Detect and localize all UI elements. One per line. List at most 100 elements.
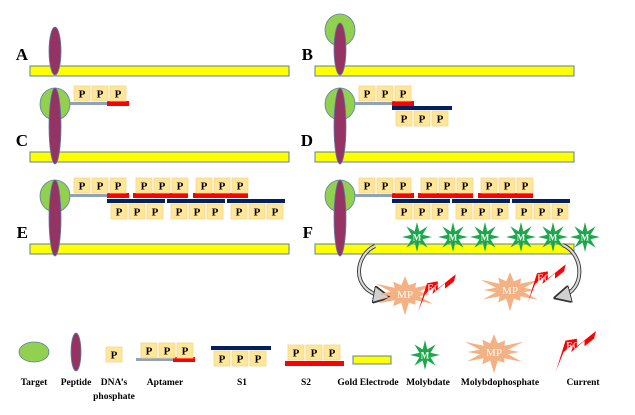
phosphate-label: P bbox=[522, 181, 529, 193]
s2-backbone bbox=[285, 361, 344, 366]
molybdate-icon: M bbox=[402, 222, 432, 252]
aptamer-linker bbox=[136, 358, 176, 361]
phosphate-label: P bbox=[141, 181, 148, 193]
molybdophosphate-icon: MP bbox=[464, 334, 524, 374]
s1-backbone bbox=[167, 199, 225, 203]
phosphate-box-bg bbox=[480, 177, 498, 194]
phosphate-box-bg bbox=[358, 177, 376, 194]
lightning-bolt bbox=[556, 323, 613, 371]
aptamer-binding-strand bbox=[392, 101, 414, 106]
phosphate-box: P bbox=[376, 177, 394, 194]
phosphate-label: P bbox=[79, 89, 86, 101]
phosphate-box-bg bbox=[248, 203, 266, 220]
phosphate-box: P bbox=[394, 85, 412, 102]
phosphate-box-bg bbox=[395, 203, 413, 220]
phosphate-label: P bbox=[182, 346, 189, 358]
phosphate-box-bg bbox=[358, 85, 376, 102]
peptide bbox=[48, 179, 62, 257]
phosphate-label: P bbox=[146, 346, 153, 358]
phosphate-box: P bbox=[110, 203, 128, 220]
phosphate-label: P bbox=[176, 207, 183, 219]
panel-label: C bbox=[16, 131, 28, 150]
phosphate-label: P bbox=[364, 181, 371, 193]
legend-electrode: Gold Electrode bbox=[337, 355, 399, 388]
s2-backbone bbox=[133, 193, 188, 198]
molybdate-label: M bbox=[481, 233, 490, 243]
phosphate-box-bg bbox=[420, 177, 438, 194]
legend-label: phosphate bbox=[93, 392, 135, 402]
phosphate-box: P bbox=[109, 177, 127, 194]
phosphate-label: P bbox=[152, 207, 159, 219]
current-label: EC bbox=[537, 272, 551, 284]
phosphate-box: P bbox=[73, 177, 91, 194]
aptamer-binding-strand bbox=[392, 193, 414, 198]
phosphate-box: P bbox=[456, 177, 474, 194]
s1-backbone bbox=[392, 199, 450, 203]
aptamer-linker bbox=[355, 102, 395, 105]
phosphate-box-bg bbox=[171, 177, 189, 194]
molybdate-label: M bbox=[449, 233, 458, 243]
panel-label: B bbox=[302, 45, 313, 64]
phosphate-box: P bbox=[515, 203, 533, 220]
legend-label: Gold Electrode bbox=[337, 378, 398, 388]
phosphate-label: P bbox=[237, 354, 244, 366]
target-symbol bbox=[18, 341, 50, 363]
phosphate-box: P bbox=[438, 177, 456, 194]
phosphate-box-bg bbox=[249, 350, 267, 367]
phosphate-box: P bbox=[230, 203, 248, 220]
phosphate-label: P bbox=[382, 89, 389, 101]
phosphate-box: P bbox=[135, 177, 153, 194]
aptamer-linker bbox=[70, 194, 110, 197]
phosphate-box-bg bbox=[431, 110, 449, 127]
phosphate-box-bg bbox=[413, 203, 431, 220]
molybdophosphate-icon: MP bbox=[375, 276, 435, 316]
phosphate-box-bg bbox=[110, 203, 128, 220]
phosphate-label: P bbox=[97, 89, 104, 101]
phosphate-box: P bbox=[91, 85, 109, 102]
phosphate-box-bg bbox=[498, 177, 516, 194]
phosphate-box: P bbox=[431, 110, 449, 127]
phosphate-label: P bbox=[497, 207, 504, 219]
phosphate-box: P bbox=[231, 177, 249, 194]
legend-label: Target bbox=[21, 378, 48, 388]
phosphate-label: P bbox=[194, 207, 201, 219]
molybdophosphate-burst bbox=[464, 334, 524, 374]
phosphate-label: P bbox=[462, 181, 469, 193]
phosphate-box-bg bbox=[376, 177, 394, 194]
phosphate-box-bg bbox=[516, 177, 534, 194]
phosphate-box-bg bbox=[230, 203, 248, 220]
lightning-bolt bbox=[528, 257, 582, 302]
phosphate-label: P bbox=[557, 207, 564, 219]
phosphate-box: P bbox=[231, 350, 249, 367]
phosphate-box: P bbox=[323, 344, 341, 361]
s1-backbone bbox=[107, 199, 165, 203]
legend-label: Molybdophosphate bbox=[461, 378, 539, 388]
phosphate-box-bg bbox=[153, 177, 171, 194]
phosphate-box: P bbox=[480, 177, 498, 194]
phosphate-box: P bbox=[170, 203, 188, 220]
lightning-bolt bbox=[418, 267, 472, 312]
phosphate-box: P bbox=[413, 203, 431, 220]
phosphate-label: P bbox=[254, 207, 261, 219]
s2-backbone bbox=[418, 193, 473, 198]
phosphate-box-bg bbox=[376, 85, 394, 102]
s1-backbone bbox=[452, 199, 510, 203]
current-label: EC bbox=[566, 340, 580, 352]
phosphate-box: P bbox=[305, 344, 323, 361]
phosphate-label: P bbox=[437, 207, 444, 219]
legend-target: Target bbox=[18, 341, 50, 388]
molybdate-label: M bbox=[413, 233, 422, 243]
curved-arrow-right-fill bbox=[562, 243, 581, 296]
phosphate-box-bg bbox=[176, 342, 194, 359]
phosphate-label: P bbox=[164, 346, 171, 358]
phosphate-box: P bbox=[213, 177, 231, 194]
phosphate-box: P bbox=[395, 110, 413, 127]
phosphate-label: P bbox=[212, 207, 219, 219]
panel-label: A bbox=[16, 45, 29, 64]
